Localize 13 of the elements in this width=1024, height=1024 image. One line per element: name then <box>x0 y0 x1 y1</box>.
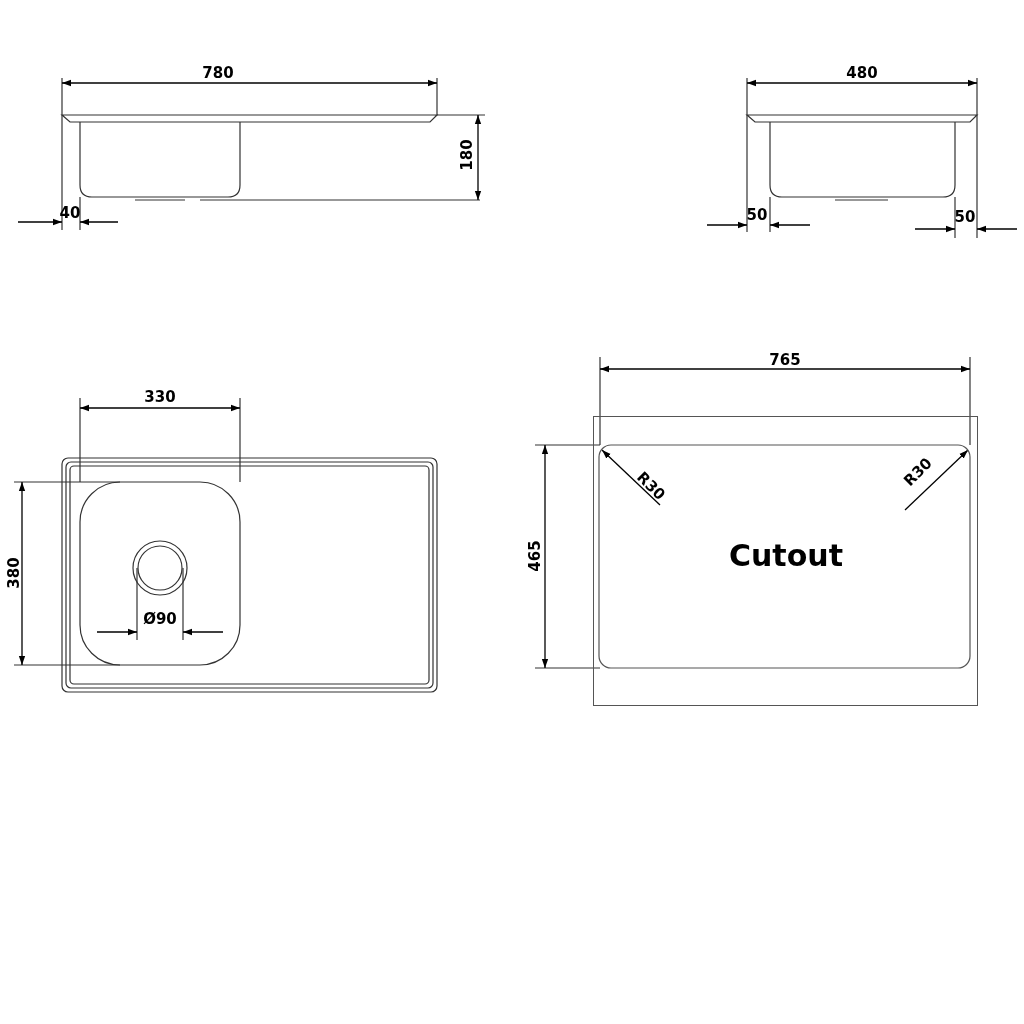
dimension-value: 780 <box>202 65 234 81</box>
dimension-value: 380 <box>6 557 22 589</box>
dimension-value: 330 <box>144 389 176 405</box>
cutout-label: Cutout <box>729 537 843 573</box>
dimension-value: 180 <box>459 139 475 171</box>
dimension-value: 765 <box>769 352 801 368</box>
dimension-value: 40 <box>59 205 81 221</box>
diameter-value: Ø90 <box>143 611 177 627</box>
dimension-value: 50 <box>954 209 976 225</box>
dimension-value: 50 <box>746 207 768 223</box>
dimension-value: 480 <box>846 65 878 81</box>
dimension-value: 465 <box>527 540 543 572</box>
cutout-frame <box>593 416 978 706</box>
